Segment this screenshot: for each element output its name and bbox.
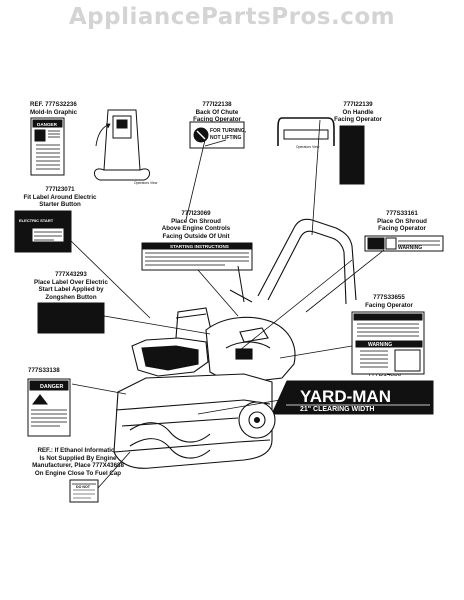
caption-line: REF.: If Ethanol Information (37, 447, 119, 454)
caption-place-on-shroud: 777S33161 Place On Shroud Facing Operato… (360, 210, 444, 233)
caption-line: On Handle (342, 108, 374, 116)
label-text-for-turning: FOR TURNING, (210, 128, 247, 134)
caption-line: Facing Operator (378, 225, 426, 233)
chute-detail (94, 109, 150, 181)
caption-line: Place Label Over Electric (34, 278, 108, 286)
leader-lines (69, 119, 385, 489)
label-text-warning-panel: WARNING (368, 342, 392, 348)
caption-line: Above Engine Controls (161, 225, 231, 233)
label-text-operators-view: Operators View (296, 145, 320, 149)
part-number: 777I22138 (202, 101, 232, 108)
caption-line: Back Of Chute (195, 108, 239, 116)
danger-label (27, 378, 71, 437)
caption-mold-in-graphic: REF. 777S32236 Mold-In Graphic (30, 101, 77, 116)
label-text-electric-start: ELECTRIC START (19, 218, 54, 223)
caption-facing-operator: 777S33655 Facing Operator (352, 294, 426, 309)
label-text-danger: DANGER (40, 384, 63, 390)
part-number: 777S33138 (28, 367, 60, 374)
part-number: 777S33655 (373, 294, 405, 301)
caption-line: Place On Shroud (171, 217, 221, 225)
caption-line: Zongshen Button (45, 293, 97, 301)
label-text-do-not: DO NOT (76, 485, 91, 489)
label-text-danger-small: DANGER (37, 122, 58, 127)
caption-line: Facing Operator (365, 301, 413, 309)
label-text-operators-view: Operators View (134, 181, 158, 185)
caption-danger-label: 777S33138 (28, 367, 60, 375)
caption-ethanol-info: REF.: If Ethanol Information Is Not Supp… (22, 447, 134, 477)
snow-blower-drawing (113, 218, 357, 469)
caption-electric-start-label: 777X43293 Place Label Over Electric Star… (26, 271, 116, 301)
handle-detail (277, 117, 365, 185)
part-number: 777I22139 (343, 101, 373, 108)
label-text-starting-instructions: STARTING INSTRUCTIONS (170, 244, 229, 249)
caption-line: Place On Shroud (377, 217, 427, 225)
part-number: 777I23069 (181, 210, 211, 217)
caption-on-handle: 777I22139 On Handle Facing Operator (318, 101, 398, 124)
caption-line: Facing Operator (193, 116, 241, 124)
caption-line: On Engine Close To Fuel Cap (34, 469, 122, 477)
caption-electric-starter: 777I23071 Fit Label Around Electric Star… (14, 186, 106, 209)
site-watermark: AppliancePartsPros.com (68, 4, 396, 30)
label-text-yardman-logo: YARD-MAN (300, 387, 391, 406)
label-text-not-lifting: NOT LIFTING (210, 135, 241, 141)
warning-shroud-label (364, 235, 444, 252)
starting-instructions-label (141, 242, 253, 271)
electric-start-label (14, 210, 72, 253)
caption-line: Starter Button (39, 201, 81, 209)
caption-place-on-shroud-above: 777I23069 Place On Shroud Above Engine C… (144, 210, 248, 240)
part-number: 777S33161 (386, 210, 418, 217)
caption-line: Start Label Applied by (38, 286, 104, 294)
part-number: REF. 777S32236 (30, 101, 77, 108)
caption-line: Fit Label Around Electric (23, 193, 97, 201)
label-text-clearing-width: 21" CLEARING WIDTH (300, 406, 375, 413)
caption-line: Manufacturer, Place 777X43688 (32, 462, 124, 470)
yardman-decal (271, 380, 434, 415)
caption-line: Is Not Supplied By Engine (39, 454, 117, 462)
warning-panel-label (351, 311, 425, 375)
caption-line: Mold-In Graphic (30, 108, 78, 116)
back-of-chute-label (189, 121, 245, 149)
label-text-warning: WARNING (398, 245, 422, 251)
part-number: 777X43293 (55, 271, 87, 278)
part-number: 777I23071 (45, 186, 75, 193)
fuel-label (69, 479, 99, 503)
caption-line: Facing Outside Of Unit (162, 232, 230, 240)
caption-line: Facing Operator (334, 116, 382, 124)
mold-in-graphic-label (30, 117, 65, 176)
caption-back-of-chute: 777I22138 Back Of Chute Facing Operator (184, 101, 250, 124)
electric-start-black-label (37, 302, 105, 334)
